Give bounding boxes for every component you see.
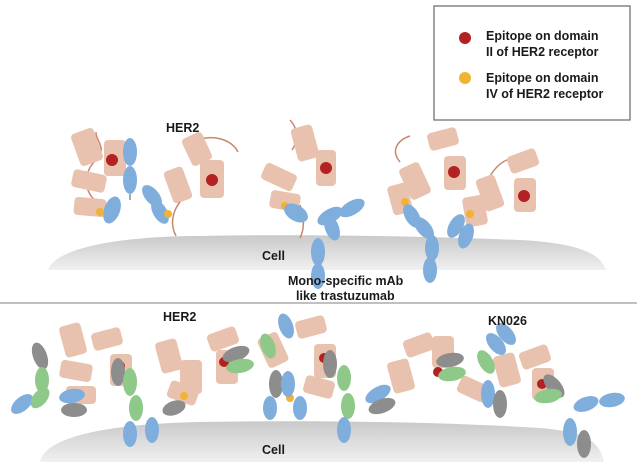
bottom-cell-surface (40, 421, 604, 462)
legend-item-1-line1: Epitope on domain (486, 29, 599, 43)
legend-item-1-line2: II of HER2 receptor (486, 45, 599, 59)
bottom-cell-label: Cell (262, 443, 285, 457)
bottom-kn026-label: KN026 (488, 314, 527, 328)
top-bivalent-mab (96, 138, 172, 224)
legend-item-2-line1: Epitope on domain (486, 71, 599, 85)
top-receptor-5 (462, 148, 540, 228)
top-receptor-2 (163, 132, 239, 237)
legend-dot-domain-iv (459, 72, 471, 84)
top-receptor-1 (71, 128, 126, 218)
legend-dot-domain-ii (459, 32, 471, 44)
legend: Epitope on domain II of HER2 receptor Ep… (433, 5, 631, 121)
bottom-her2-label: HER2 (163, 310, 196, 324)
bottom-panel: HER2 KN026 Cell (11, 310, 625, 462)
top-mab-label-line2: like trastuzumab (296, 289, 395, 303)
top-cell-label: Cell (262, 249, 285, 263)
top-cell-surface (48, 235, 606, 270)
top-mab-label-line1: Mono-specific mAb (288, 274, 404, 288)
top-panel: HER2 Cell Mono-specific mAb like trastuz… (48, 119, 606, 303)
top-monospecific-mab (284, 198, 365, 289)
top-receptor-4 (387, 127, 466, 216)
top-her2-label: HER2 (166, 121, 199, 135)
bottom-bispecific-mabs (11, 313, 625, 458)
top-receptor-3 (261, 119, 336, 239)
legend-item-2-line2: IV of HER2 receptor (486, 87, 604, 101)
top-mab-right (403, 204, 474, 283)
legend-box (433, 5, 631, 121)
